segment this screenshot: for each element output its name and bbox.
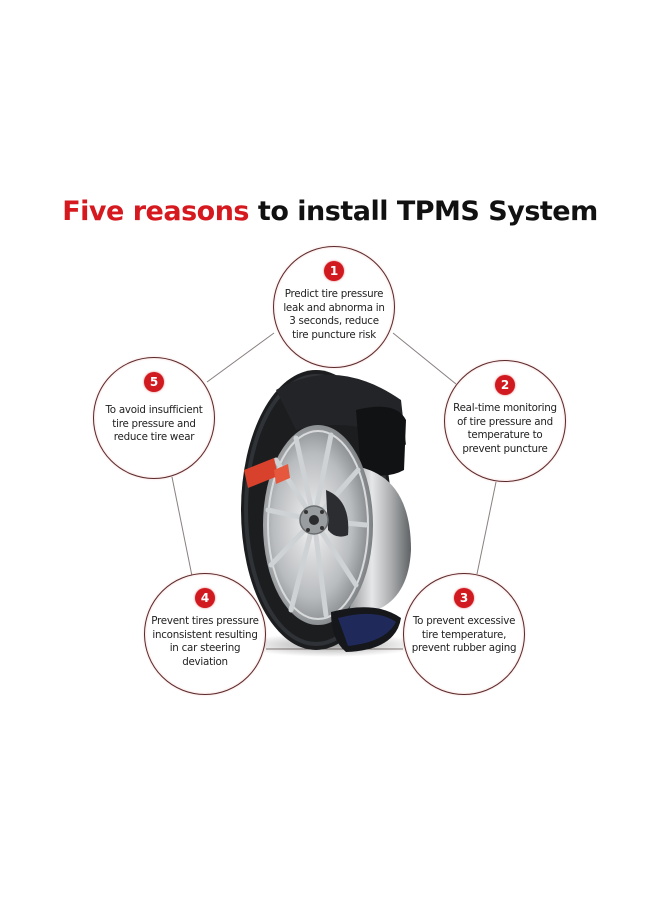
reason-1-text: Predict tire pressure leak and abnorma i… <box>283 288 385 341</box>
connector-1-2 <box>392 332 457 385</box>
title-accent: Five reasons <box>62 196 250 227</box>
tire-wheel-illustration <box>241 370 421 657</box>
reason-4-text: Prevent tires pressure inconsistent resu… <box>151 615 259 668</box>
page-title: Five reasons to install TPMS System <box>0 196 660 227</box>
reason-2-text: Real-time monitoring of tire pressure an… <box>453 402 557 455</box>
reason-3-number-badge: 3 <box>454 588 474 608</box>
reason-4-circle: 4 Prevent tires pressure inconsistent re… <box>144 573 266 695</box>
reason-3-text: To prevent excessive tire temperature, p… <box>411 615 517 655</box>
connector-5-4 <box>171 476 193 577</box>
reason-5-number-badge: 5 <box>144 372 164 392</box>
connector-1-5 <box>206 332 275 383</box>
connector-2-3 <box>476 481 497 575</box>
reason-1-number-badge: 1 <box>324 261 344 281</box>
reason-3-circle: 3 To prevent excessive tire temperature,… <box>403 573 525 695</box>
reason-2-number-badge: 2 <box>495 375 515 395</box>
reason-2-circle: 2 Real-time monitoring of tire pressure … <box>444 360 566 482</box>
reason-5-circle: 5 To avoid insufficient tire pressure an… <box>93 357 215 479</box>
reason-1-circle: 1 Predict tire pressure leak and abnorma… <box>273 246 395 368</box>
title-rest: to install TPMS System <box>249 196 598 227</box>
reason-5-text: To avoid insufficient tire pressure and … <box>105 404 203 444</box>
reason-4-number-badge: 4 <box>195 588 215 608</box>
